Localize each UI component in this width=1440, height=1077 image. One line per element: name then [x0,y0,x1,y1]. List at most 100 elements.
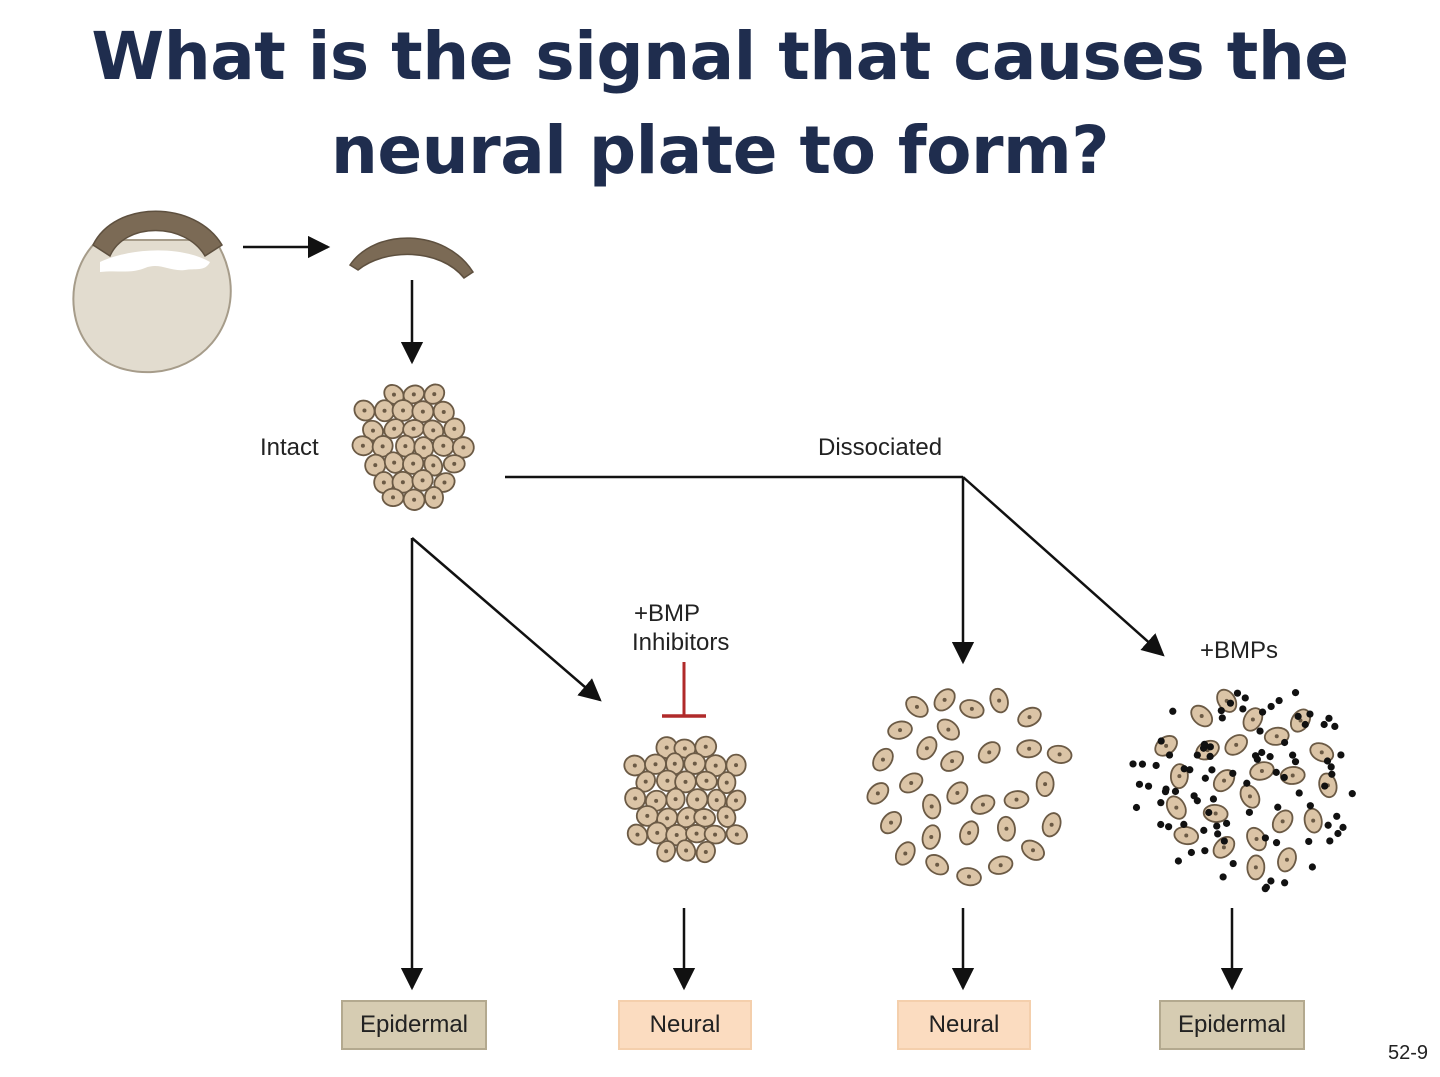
bmp-dot [1325,714,1333,722]
cell-nucleus [980,802,985,807]
bmp-dot [1233,689,1242,697]
cell-nucleus [1254,837,1259,842]
cell-nucleus [1311,818,1316,823]
cell-nucleus [734,832,739,837]
cell-nucleus [360,443,365,448]
bmp-dot [1144,782,1153,790]
label-bmp-inhibitors-2: Inhibitors [632,629,729,656]
cell-nucleus [1234,742,1239,747]
cell-nucleus [633,796,638,801]
bmp-dot [1321,782,1329,790]
bmp-dot [1174,857,1182,865]
cell-nucleus [1213,811,1218,816]
bmp-dot [1245,808,1254,816]
bmp-dot [1267,877,1275,885]
cell-nucleus [461,445,466,450]
bmp-dot [1239,705,1247,713]
bmp-dot [1165,751,1174,759]
cell-nucleus [914,704,919,709]
bmp-dot [1333,812,1341,820]
cell-nucleus [889,820,894,825]
cell-nucleus [442,480,447,485]
cell-nucleus [380,444,385,449]
cell-nucleus [420,478,425,483]
cell-nucleus [1274,734,1279,739]
cell-nucleus [1030,848,1035,853]
cell-nucleus [1027,715,1032,720]
bmp-dot [1280,773,1288,782]
cell-nucleus [903,851,908,856]
cell-nucleus [373,463,378,468]
bmp-dot [1262,883,1270,891]
bmp-dot [1289,751,1297,759]
animal-cap-on-embryo [92,210,224,258]
bmp-dot [1186,766,1194,774]
title-line-2: neural plate to form? [330,112,1110,189]
cell-nucleus [664,849,669,854]
bmp-dot [1324,821,1332,829]
bmp-dot [1209,795,1218,803]
cell-nucleus [645,813,650,818]
cell-nucleus [400,480,405,485]
cell-nucleus [411,426,416,431]
cell-nucleus [655,830,660,835]
bmp-dot [1157,737,1165,745]
cell-nucleus [683,779,688,784]
bmp-dot [1256,727,1264,735]
bmp-dot [1295,789,1303,797]
cell-nucleus [392,426,397,431]
bmp-dot [1132,803,1141,812]
cell-nucleus [635,832,640,837]
cell-nucleus [1259,768,1264,773]
slide-title: What is the signal that causes the neura… [0,10,1440,198]
cell-nucleus [382,408,387,413]
cell-nucleus [441,409,446,414]
bmp-dot [1200,826,1208,834]
bmp-dot [1272,839,1281,847]
cell-nucleus [1221,845,1226,850]
cell-nucleus [713,763,718,768]
bmp-dot [1327,763,1335,771]
bmp-dot [1219,873,1227,881]
cell-nucleus [909,780,914,785]
bmp-dot [1206,743,1214,751]
bmp-dot [1267,702,1275,711]
cell-nucleus [672,761,677,766]
cell-nucleus [412,497,417,502]
cell-nucleus [942,697,947,702]
bmp-dot [1229,859,1237,868]
cell-nucleus [950,759,955,764]
cell-nucleus [946,727,951,732]
cell-nucleus [684,815,689,820]
bmp-dot [1220,837,1228,845]
bmp-dot [1320,720,1328,729]
bmp-dot [1217,707,1225,715]
cell-nucleus [431,428,436,433]
cell-nucleus [411,392,416,397]
cell-nucleus [643,779,648,784]
bmp-dot [1200,740,1209,748]
label-bmps: +BMPs [1200,637,1278,664]
cell-nucleus [875,791,880,796]
bmp-dot [1258,708,1267,716]
bmp-dot [1294,712,1302,720]
inhibition-symbol [662,662,706,718]
bmp-dot [1274,803,1282,811]
bmp-dot [1218,714,1226,722]
intact-cell-cluster [351,383,475,511]
bmp-dot [1258,748,1266,757]
bmp-dot [1157,799,1165,807]
cell-nucleus [924,746,929,751]
cell-nucleus [694,831,699,836]
cell-nucleus [401,408,406,413]
bmp-dot [1280,738,1289,747]
cell-nucleus [987,750,992,755]
arrow-dissociated-bmps [962,476,1165,657]
bmp-dot [1308,863,1316,871]
bmp-dot [1187,848,1195,857]
bmp-dot [1305,837,1313,846]
cell-nucleus [1184,833,1189,838]
bmp-dot [1201,774,1209,782]
cell-nucleus [1284,857,1289,862]
